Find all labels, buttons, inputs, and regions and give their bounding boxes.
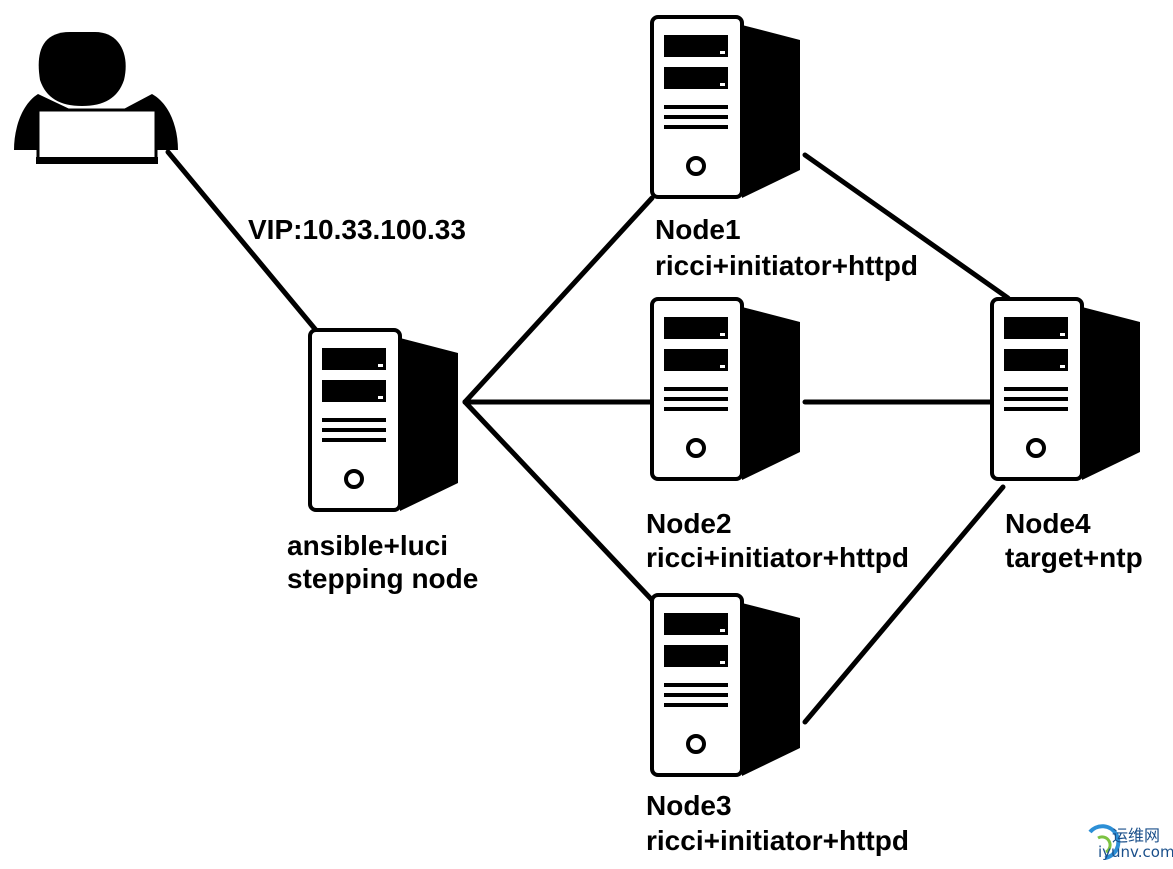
connections bbox=[165, 149, 1011, 725]
hub-server-icon bbox=[308, 328, 460, 513]
link-node3-node4 bbox=[802, 484, 1006, 725]
link-hub-node3 bbox=[462, 399, 655, 603]
node2-name: Node2 bbox=[646, 508, 732, 539]
watermark-domain: iyunv.com bbox=[1098, 843, 1173, 861]
node2-server-icon bbox=[650, 297, 802, 482]
node1-role: ricci+initiator+httpd bbox=[655, 250, 918, 281]
node4-name: Node4 bbox=[1005, 508, 1091, 539]
vip-label: VIP:10.33.100.33 bbox=[248, 214, 466, 245]
node1-server-icon bbox=[650, 15, 802, 200]
node1-name: Node1 bbox=[655, 214, 741, 245]
link-hub-node1 bbox=[462, 195, 655, 405]
node3-server-icon bbox=[650, 593, 802, 778]
node2-role: ricci+initiator+httpd bbox=[646, 542, 909, 573]
hub-label-line2: stepping node bbox=[287, 563, 479, 594]
node4-role: target+ntp bbox=[1005, 542, 1143, 573]
watermark-cn: 运维网 bbox=[1112, 826, 1161, 845]
link-node1-node4 bbox=[802, 152, 1011, 301]
user-at-laptop-icon bbox=[14, 32, 178, 164]
node3-role: ricci+initiator+httpd bbox=[646, 825, 909, 856]
hub-label-line1: ansible+luci bbox=[287, 530, 449, 561]
link-user-hub bbox=[165, 149, 323, 338]
node4-server-icon bbox=[990, 297, 1142, 482]
node3-name: Node3 bbox=[646, 790, 732, 821]
watermark-logo-icon bbox=[1088, 824, 1121, 860]
